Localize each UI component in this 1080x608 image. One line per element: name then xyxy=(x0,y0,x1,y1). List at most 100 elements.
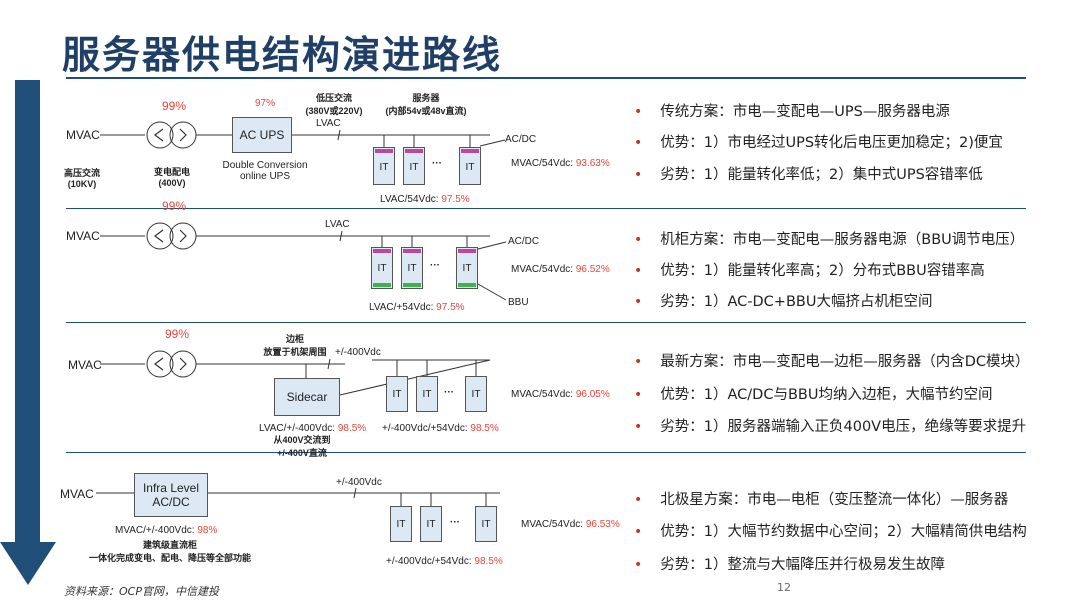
p1-dots: ··· xyxy=(432,158,442,169)
p1-mvac: MVAC xyxy=(66,128,100,142)
p3-side-sub: 放置于机架周围 xyxy=(263,347,327,357)
p3-mvac-dc-val: 96.05% xyxy=(575,389,610,400)
p4-dc-dc: +/-400Vdc/+54Vdc: 98.5% xyxy=(386,556,503,567)
p1-trans-title: 变电配电 xyxy=(153,167,190,177)
p1-mvac-dc-label: MVAC/54Vdc: xyxy=(511,158,576,169)
p3-side-title: 边柜 xyxy=(285,334,304,344)
p3-bus: +/-400Vdc xyxy=(335,347,381,358)
p3-lvac-val: 98.5% xyxy=(337,423,367,434)
p1-hv-label: 高压交流 (10KV) xyxy=(62,166,102,189)
p2-it-2: IT xyxy=(401,247,423,289)
p4-infra2: AC/DC xyxy=(152,495,190,509)
p4-note: 建筑级直流柜 一体化完成变电、配电、降压等全部功能 xyxy=(80,538,260,564)
p1-mvac-dc-val: 93.63% xyxy=(575,158,610,169)
p3-note2: +/-400V直流 xyxy=(277,448,327,458)
bullet-4-2: •优势：1）大幅节约数据中心空间；2）大幅精简供电结构 xyxy=(634,524,1027,540)
p4-dc-label: +/-400Vdc/+54Vdc: xyxy=(386,556,475,567)
p4-note2: 一体化完成变电、配电、降压等全部功能 xyxy=(88,553,251,563)
divider-1 xyxy=(66,208,1026,209)
p3-dc-dc: +/-400Vdc/+54Vdc: 98.5% xyxy=(382,423,499,434)
p4-infra1: Infra Level xyxy=(142,481,200,495)
bullet-3-2: •优势：1）AC/DC与BBU均纳入边柜，大幅节约空间 xyxy=(634,387,993,403)
p2-mvac-dc-label: MVAC/54Vdc: xyxy=(511,264,576,275)
p1-it-3: IT xyxy=(459,147,481,185)
p2-lvac: LVAC xyxy=(325,219,350,230)
source-note: 资料来源：OCP官网，中信建投 xyxy=(64,585,219,598)
p2-lvac-dc-val: 97.5% xyxy=(436,302,465,313)
p3-mvac-dc: MVAC/54Vdc: 96.05% xyxy=(511,389,610,400)
p4-infra-box: Infra Level AC/DC xyxy=(134,473,208,517)
p1-lvac: LVAC xyxy=(316,118,341,129)
page-number: 12 xyxy=(777,581,791,594)
p3-it-1: IT xyxy=(386,376,408,412)
p1-trans-label: 变电配电 (400V) xyxy=(150,165,194,188)
p1-lvac-dc-label: LVAC/54Vdc: xyxy=(380,194,442,205)
bullet-2-1: •机柜方案：市电—变配电—服务器电源（BBU调节电压） xyxy=(634,232,1025,248)
bullet-3-1: •最新方案：市电—变配电—边柜—服务器（内含DC模块） xyxy=(634,354,1030,370)
p1-acdc: AC/DC xyxy=(505,134,537,145)
p1-server-sub: (内部54v或48v直流) xyxy=(385,106,467,116)
p3-note: 从400V交流到 +/-400V直流 xyxy=(262,433,342,459)
bullet-1-3: •劣势：1）能量转化率低；2）集中式UPS容错率低 xyxy=(634,167,983,183)
p4-bus: +/-400Vdc xyxy=(336,477,382,488)
p1-it-1: IT xyxy=(373,147,395,185)
bullet-4-3: •劣势：1）整流与大幅降压并行极易发生故障 xyxy=(634,557,945,573)
p1-ac-ups-box: AC UPS xyxy=(232,117,292,153)
p1-eff-ups: 97% xyxy=(255,98,276,109)
bullet-3-3: •劣势：1）服务器端输入正负400V电压，绝缘等要求提升 xyxy=(634,419,1027,435)
p2-eff-transformer: 99% xyxy=(162,199,187,213)
p1-hv-title: 高压交流 xyxy=(63,168,100,178)
p2-bbu: BBU xyxy=(508,297,529,308)
p3-dc-label: +/-400Vdc/+54Vdc: xyxy=(382,423,471,434)
p3-mvac-dc-label: MVAC/54Vdc: xyxy=(511,389,576,400)
p4-mvac-400: MVAC/+/-400Vdc: 98% xyxy=(115,525,217,536)
p4-mvac-dc: MVAC/54Vdc: 96.53% xyxy=(521,519,620,530)
divider-3 xyxy=(66,452,1026,453)
p4-it-1: IT xyxy=(390,506,412,542)
p2-mvac-dc: MVAC/54Vdc: 96.52% xyxy=(511,264,610,275)
p2-it-3: IT xyxy=(456,247,478,289)
p1-server-title: 服务器 xyxy=(412,93,440,103)
p2-it-1: IT xyxy=(371,247,393,289)
bullet-1-1: •传统方案：市电—变配电—UPS—服务器电源 xyxy=(634,104,950,120)
p1-lv-sub: (380V或220V) xyxy=(305,106,363,116)
p3-sidecar-box: Sidecar xyxy=(274,378,340,416)
p4-it-2: IT xyxy=(420,506,442,542)
p4-dots: ··· xyxy=(450,517,460,528)
bullet-4-1: •北极星方案：市电—电柜（变压整流一体化）—服务器 xyxy=(634,492,1009,508)
bullet-2-3: •劣势：1）AC-DC+BBU大幅挤占机柜空间 xyxy=(634,294,933,310)
title-underline xyxy=(66,77,1026,79)
evolution-arrow-icon xyxy=(0,80,56,585)
p2-mvac: MVAC xyxy=(66,229,100,243)
bullet-1-2: •优势：1）市电经过UPS转化后电压更加稳定；2)便宜 xyxy=(634,135,1003,151)
p1-hv-sub: (10KV) xyxy=(67,179,97,189)
p1-lvac-dc: LVAC/54Vdc: 97.5% xyxy=(380,194,470,205)
p1-lvac-dc-val: 97.5% xyxy=(441,194,470,205)
p2-dots: ··· xyxy=(430,260,440,271)
divider-2 xyxy=(66,322,1026,323)
p1-trans-sub: (400V) xyxy=(158,178,186,188)
p2-mvac-dc-val: 96.52% xyxy=(575,264,610,275)
p2-lvac-dc: LVAC/+54Vdc: 97.5% xyxy=(369,302,465,313)
p1-ups-sub1: Double Conversion xyxy=(222,160,308,171)
p1-eff-transformer: 99% xyxy=(162,99,187,113)
p1-lv-title: 低压交流 xyxy=(315,93,352,103)
p4-mvac-dc-label: MVAC/54Vdc: xyxy=(521,519,586,530)
p3-dc-val: 98.5% xyxy=(470,423,499,434)
p3-mvac: MVAC xyxy=(68,358,102,372)
p3-lvac-label: LVAC/+/-400Vdc: xyxy=(259,423,338,434)
p3-eff-transformer: 99% xyxy=(165,327,190,341)
page-title: 服务器供电结构演进路线 xyxy=(62,33,503,77)
p2-lvac-dc-label: LVAC/+54Vdc: xyxy=(369,302,437,313)
p4-mvac-400-label: MVAC/+/-400Vdc: xyxy=(115,525,198,536)
p4-it-3: IT xyxy=(475,506,497,542)
p4-mvac-400-val: 98% xyxy=(197,525,218,536)
p1-lv-label: 低压交流 (380V或220V) xyxy=(296,91,372,117)
p3-lvac-400: LVAC/+/-400Vdc: 98.5% xyxy=(259,423,366,434)
p1-mvac-dc: MVAC/54Vdc: 93.63% xyxy=(511,158,610,169)
p3-it-2: IT xyxy=(416,376,438,412)
p1-ups-sub2: online UPS xyxy=(239,171,291,182)
p1-ups-sub: Double Conversion online UPS xyxy=(217,160,313,182)
p1-it-2: IT xyxy=(403,147,425,185)
